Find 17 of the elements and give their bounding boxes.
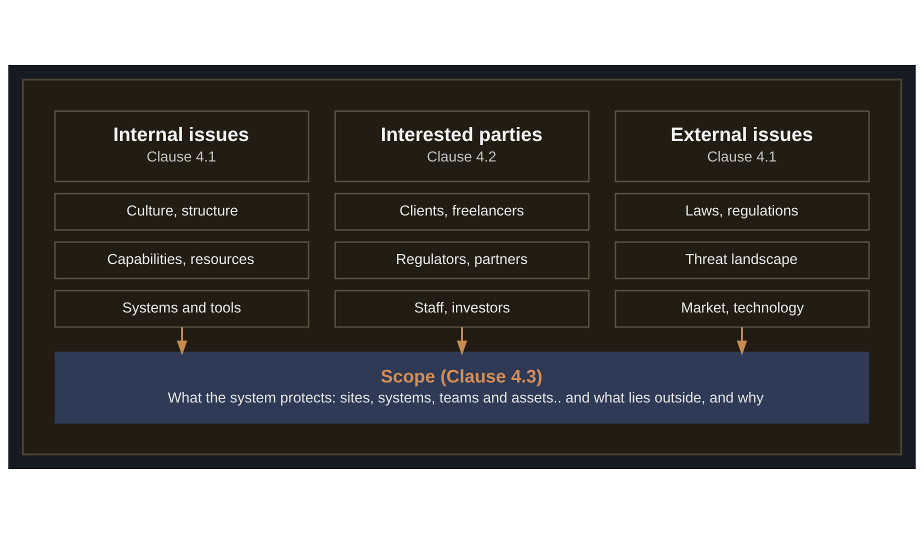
node-box: Internal issues Clause 4.1 <box>54 110 310 182</box>
node-box: Market, technology <box>614 290 870 328</box>
node-box: Regulators, partners <box>334 241 590 280</box>
node-box: External issues Clause 4.1 <box>614 110 870 182</box>
node-box: Staff, investors <box>334 290 590 328</box>
node-box: Scope (Clause 4.3) What the system protects: sites, systems, teams and assets.. and what lies outside, and why <box>54 352 870 424</box>
arrow <box>456 327 468 356</box>
arrow <box>736 327 748 356</box>
cluster <box>22 78 902 456</box>
node-box: Capabilities, resources <box>54 241 310 280</box>
node-box: Interested parties Clause 4.2 <box>334 110 590 182</box>
arrow <box>176 327 188 356</box>
node-box: Clients, freelancers <box>334 192 590 231</box>
node-box: Threat landscape <box>614 241 870 280</box>
node-box: Culture, structure <box>54 192 310 231</box>
node-box: Systems and tools <box>54 290 310 328</box>
node-box: Laws, regulations <box>614 192 870 231</box>
